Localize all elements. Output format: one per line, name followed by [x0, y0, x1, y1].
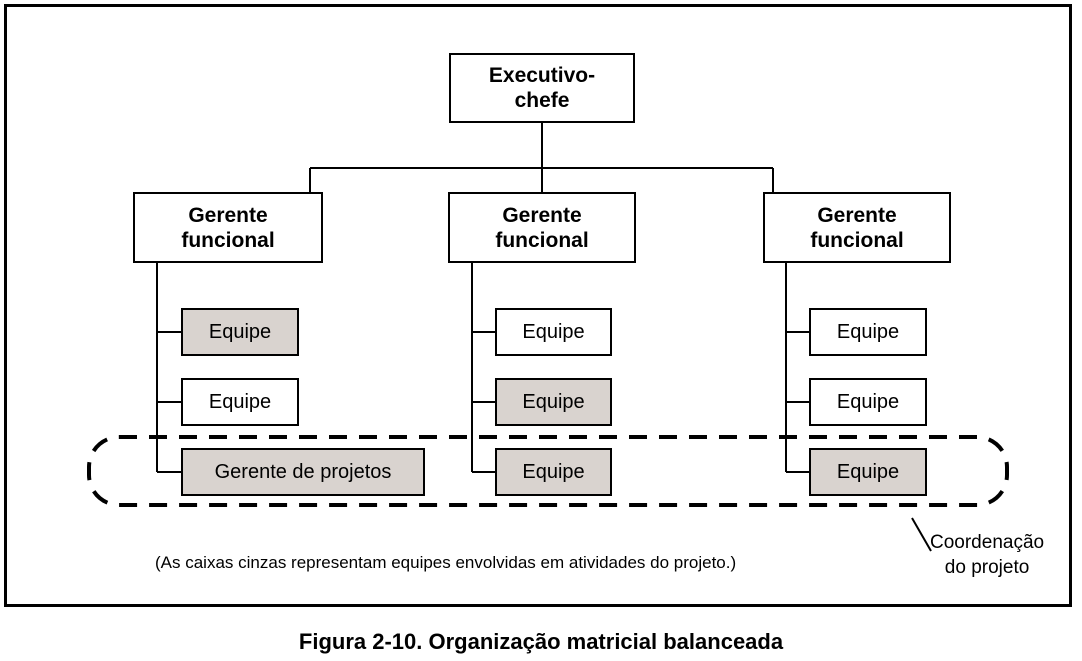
functional-manager-box-1: Gerente funcional: [133, 192, 323, 263]
executive-label: Executivo- chefe: [488, 64, 596, 112]
project-coordination-outline: [87, 435, 1009, 507]
functional-manager-box-3: Gerente funcional: [763, 192, 951, 263]
team-box-c3-r2: Equipe: [809, 378, 927, 426]
figure-caption: Figura 2-10. Organização matricial balan…: [298, 629, 784, 654]
team-label: Equipe: [836, 320, 900, 343]
team-label: Equipe: [208, 320, 272, 343]
functional-manager-label: Gerente funcional: [810, 203, 904, 252]
diagram-frame: [4, 4, 1072, 607]
project-manager-box: Gerente de projetos: [181, 448, 425, 496]
legend-note: (As caixas cinzas representam equipes en…: [155, 553, 737, 572]
team-box-c2-r3: Equipe: [495, 448, 612, 496]
team-label: Equipe: [836, 390, 900, 413]
team-box-c2-r2: Equipe: [495, 378, 612, 426]
functional-manager-label: Gerente funcional: [495, 203, 589, 252]
functional-manager-label: Gerente funcional: [181, 203, 275, 252]
project-manager-label: Gerente de projetos: [214, 460, 392, 483]
team-box-c3-r3: Equipe: [809, 448, 927, 496]
team-label: Equipe: [522, 390, 585, 413]
team-box-c3-r1: Equipe: [809, 308, 927, 356]
team-box-c2-r1: Equipe: [495, 308, 612, 356]
team-label: Equipe: [836, 460, 900, 483]
executive-box: Executivo- chefe: [449, 53, 635, 123]
team-label: Equipe: [522, 320, 585, 343]
team-label: Equipe: [208, 390, 272, 413]
team-label: Equipe: [522, 460, 585, 483]
team-box-c1-r1: Equipe: [181, 308, 299, 356]
functional-manager-box-2: Gerente funcional: [448, 192, 636, 263]
coordination-label: Coordenação do projeto: [930, 532, 1045, 578]
team-box-c1-r2: Equipe: [181, 378, 299, 426]
coordination-pointer: [911, 517, 932, 552]
